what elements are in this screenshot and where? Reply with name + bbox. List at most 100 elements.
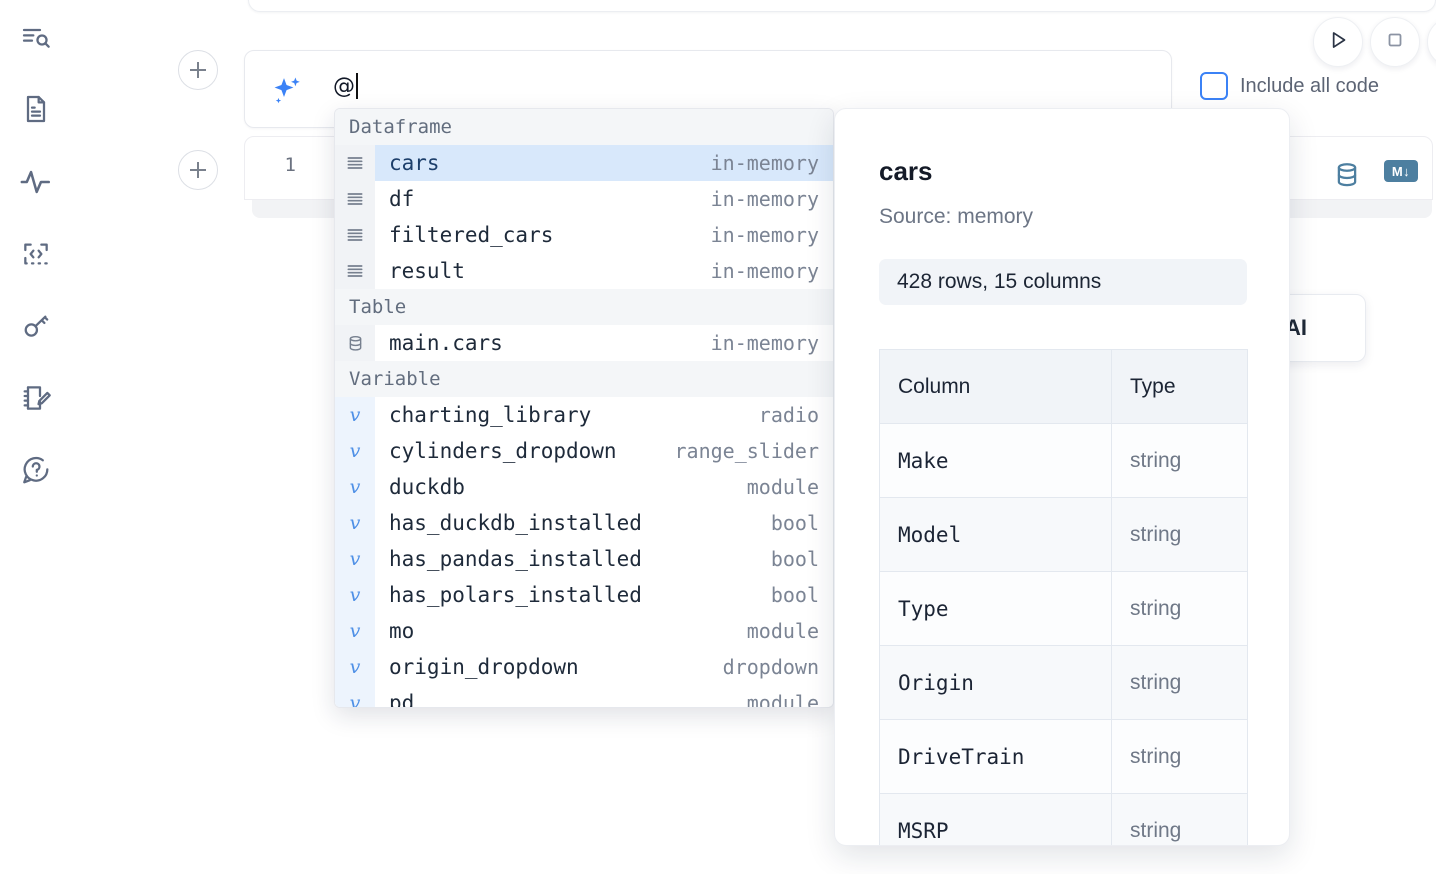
dataframe-icon [335,253,375,289]
completion-item-body: origin_dropdown dropdown [375,649,833,685]
stop-square-icon [1383,28,1407,57]
schema-column-type: string [1111,497,1248,572]
code-icon [20,238,52,270]
more-actions-button[interactable] [1427,17,1436,67]
completion-item-body: df in-memory [375,181,833,217]
sidebar-item-explore[interactable] [14,16,58,60]
variable-icon: v [335,541,375,577]
include-all-code-row[interactable]: Include all code [1200,72,1379,100]
add-cell-button-top[interactable] [178,50,218,90]
schema-column-name: Make [879,423,1112,498]
database-icon [335,325,375,361]
include-all-code-label: Include all code [1240,74,1379,97]
completion-item[interactable]: df in-memory [335,181,833,217]
completion-item-meta: in-memory [710,223,819,247]
completion-item-meta: module [746,475,819,499]
activity-icon [19,165,53,199]
completion-item-name: mo [389,619,415,643]
completion-group-header: Variable [335,361,833,397]
completion-item[interactable]: main.cars in-memory [335,325,833,361]
variable-icon: v [335,433,375,469]
sidebar-item-snippets[interactable] [14,232,58,276]
cell-line-number: 1 [284,154,296,176]
completion-item-name: main.cars [389,331,503,355]
completion-item-name: cars [389,151,440,175]
completion-item-meta: in-memory [710,151,819,175]
completion-item-body: mo module [375,613,833,649]
completion-item-name: charting_library [389,403,592,427]
completion-item[interactable]: cars in-memory [335,145,833,181]
schema-column-name: Origin [879,645,1112,720]
schema-column-type: string [1111,571,1248,646]
completion-item-meta: in-memory [710,331,819,355]
sidebar-item-notebook[interactable] [14,87,58,131]
completion-item-name: df [389,187,415,211]
completion-item-meta: bool [770,547,819,571]
sidebar-rail [0,0,72,874]
completion-item-body: cars in-memory [375,145,833,181]
sidebar-item-scratchpad[interactable] [14,376,58,420]
completion-item-meta: in-memory [710,259,819,283]
schema-column-name: Model [879,497,1112,572]
schema-column-type: string [1111,645,1248,720]
variable-icon: v [335,613,375,649]
file-text-icon [20,93,52,125]
completion-item[interactable]: v origin_dropdown dropdown [335,649,833,685]
completion-item-body: has_duckdb_installed bool [375,505,833,541]
text-caret [356,73,359,99]
stop-button[interactable] [1370,17,1420,67]
completion-item-meta: in-memory [710,187,819,211]
variable-icon: v [335,649,375,685]
schema-column-type: string [1111,719,1248,794]
run-button[interactable] [1313,17,1363,67]
completion-item-meta: module [746,691,819,708]
completion-item-body: main.cars in-memory [375,325,833,361]
help-icon [20,454,52,486]
ai-prompt-value: @ [333,73,359,99]
sidebar-item-secrets[interactable] [14,304,58,348]
database-icon[interactable] [1332,160,1362,195]
completion-item-name: cylinders_dropdown [389,439,617,463]
schema-column-type: string [1111,793,1248,845]
sidebar-item-help[interactable] [14,448,58,492]
completion-item-meta: radio [758,403,819,427]
completion-item-name: origin_dropdown [389,655,579,679]
plus-icon [190,162,206,178]
add-cell-button-below[interactable] [178,150,218,190]
detail-title: cars [879,156,933,186]
completion-item-name: has_duckdb_installed [389,511,642,535]
include-all-code-checkbox[interactable] [1200,72,1228,100]
schema-column-name: Type [879,571,1112,646]
completion-item-meta: module [746,619,819,643]
detail-source: Source: memory [879,205,1034,228]
sparkles-icon [269,73,305,114]
notebook-card-top-edge [248,0,1436,12]
completion-item-meta: dropdown [722,655,819,679]
completion-item-meta: bool [770,511,819,535]
schema-column-name: MSRP [879,793,1112,845]
sidebar-item-activity[interactable] [14,160,58,204]
cell-toolbar: M↓ [1332,160,1418,195]
dataframe-icon [335,217,375,253]
markdown-badge[interactable]: M↓ [1384,160,1418,182]
